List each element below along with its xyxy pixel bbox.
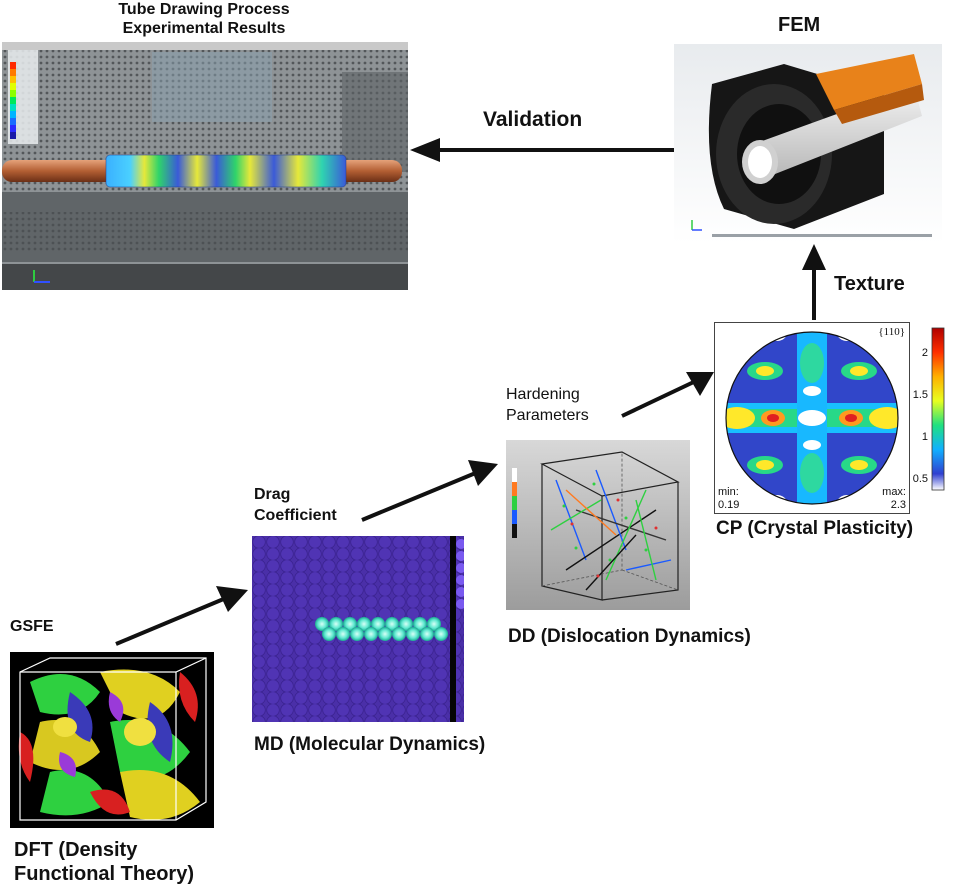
cp-title: CP (Crystal Plasticity) [716,518,914,539]
fem-title: FEM [778,14,821,36]
texture-arrow [802,244,826,320]
drag-label-line1: Drag [254,486,291,503]
fem-image [674,44,942,244]
pole-figure-colorbar: 2 1.5 1 0.5 [912,326,952,494]
drag-arrow [361,460,498,522]
tube-drawing-title: Tube Drawing Process Experimental Result… [0,0,408,38]
dft-title: DFT (Density Functional Theory) [14,838,194,886]
md-image [252,536,464,722]
pole-figure-min-value: 0.19 [718,499,739,511]
dd-image [506,440,690,610]
gsfe-label: GSFE [10,618,54,635]
dft-title-line2: Functional Theory) [14,863,194,885]
validation-arrow [410,138,674,162]
tube-drawing-title-line1: Tube Drawing Process [118,1,290,18]
dft-title-line1: DFT (Density [14,839,138,861]
md-title: MD (Molecular Dynamics) [254,734,486,755]
pole-figure-max-value: 2.3 [891,499,906,511]
tube-drawing-image [2,42,408,290]
drag-label: Drag Coefficient [254,484,337,526]
pole-figure-max-label: max: [882,486,906,498]
hardening-label-line2: Parameters [506,407,589,424]
colorbar-tick-1-5: 1.5 [913,389,928,401]
dd-title: DD (Dislocation Dynamics) [508,626,751,647]
cp-pole-figure: {110} min: 0.19 max: 2.3 [714,322,910,514]
gsfe-arrow [115,586,248,646]
colorbar-tick-0-5: 0.5 [913,473,928,485]
hardening-label-line1: Hardening [506,386,580,403]
dft-image [10,652,214,828]
pole-figure-hkl-label: {110} [878,326,905,338]
hardening-label: Hardening Parameters [506,384,589,426]
drag-label-line2: Coefficient [254,507,337,524]
colorbar-tick-1: 1 [922,431,928,443]
validation-label: Validation [483,108,583,131]
tube-drawing-title-line2: Experimental Results [122,20,286,37]
texture-label: Texture [834,273,905,295]
hardening-arrow [621,372,714,418]
pole-figure-min-label: min: [718,486,739,498]
colorbar-tick-2: 2 [922,347,928,359]
